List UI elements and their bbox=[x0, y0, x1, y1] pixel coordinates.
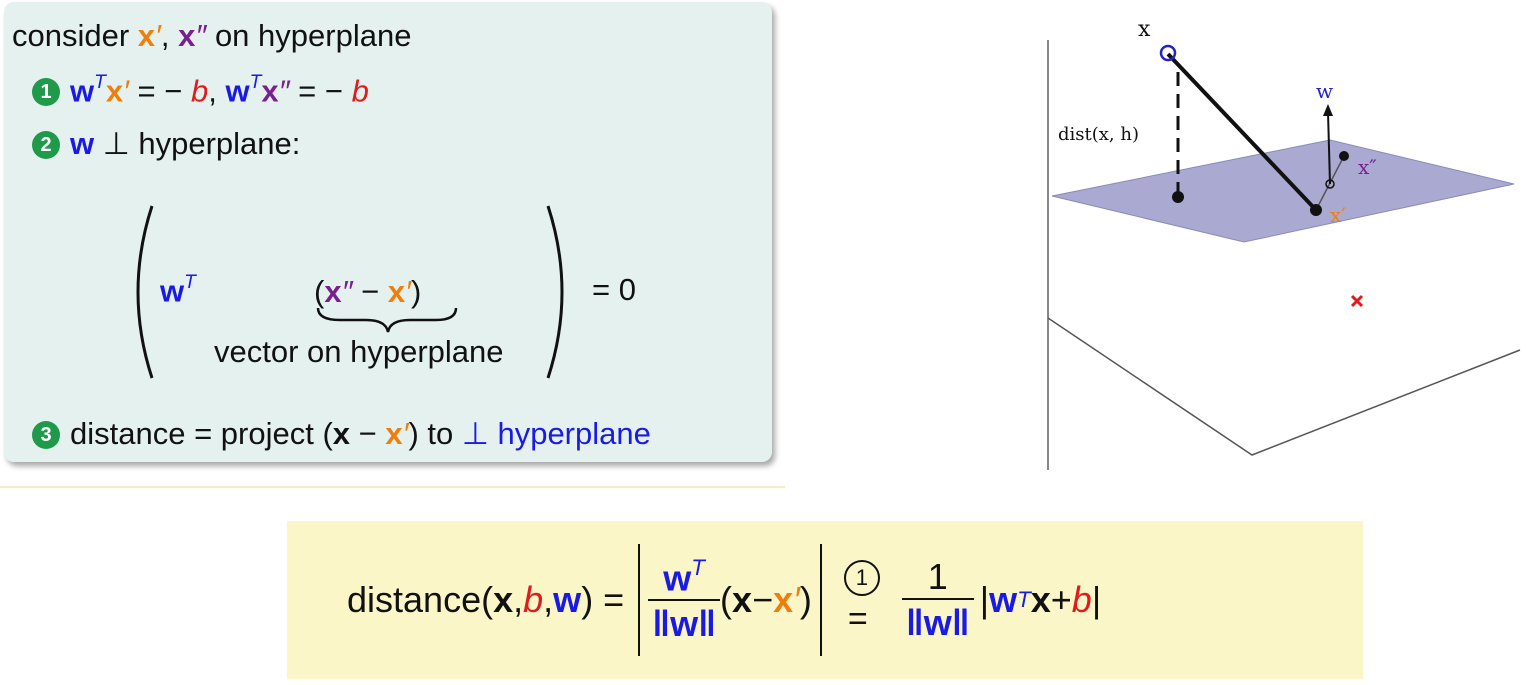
underbrace bbox=[316, 307, 458, 333]
w-symbol: w bbox=[225, 73, 250, 109]
w-symbol: w bbox=[553, 579, 582, 620]
label-xdouble: x″ bbox=[1358, 155, 1377, 179]
x-symbol: x bbox=[332, 416, 351, 451]
eq-difference: (x″ − x′) bbox=[314, 274, 422, 309]
bullet-2: 2 bbox=[32, 131, 60, 159]
w-vector-line bbox=[1327, 111, 1331, 185]
brace-label: vector on hyperplane bbox=[214, 334, 504, 369]
abs-bar-right bbox=[819, 544, 822, 656]
distance-text: distance = project ( bbox=[70, 416, 333, 451]
equals-minus: = − bbox=[128, 73, 191, 109]
distance-label: distance( bbox=[347, 579, 494, 620]
one: 1 bbox=[927, 556, 948, 597]
comma: , bbox=[513, 579, 524, 620]
xprime-symbol: x bbox=[387, 274, 406, 309]
minus: − bbox=[352, 274, 388, 309]
equals-sign: = bbox=[847, 600, 868, 638]
xdouble-symbol: x bbox=[178, 18, 196, 53]
one-over-norm-fraction: 1 ‖w‖ bbox=[901, 556, 974, 644]
label-w: w bbox=[1316, 79, 1333, 103]
ref-equals: 1 = bbox=[832, 560, 892, 640]
label-xprime: x′ bbox=[1330, 203, 1346, 227]
xdouble-symbol: x bbox=[261, 73, 279, 109]
w-base-point bbox=[1325, 179, 1335, 189]
left-big-paren bbox=[136, 205, 154, 379]
lower-box-edge bbox=[1047, 317, 1521, 456]
rparen: ) bbox=[799, 579, 812, 620]
perp-hyperplane-text: ⊥ hyperplane: bbox=[94, 126, 301, 161]
right-big-paren bbox=[546, 205, 564, 379]
b-symbol: b bbox=[1071, 579, 1092, 620]
distance-formula: distance(x, b, w) = wT ‖w‖ (x − x′) 1 = … bbox=[347, 541, 1101, 659]
lparen: ( bbox=[720, 579, 733, 620]
label-x: x bbox=[1138, 17, 1151, 42]
transpose-T: T bbox=[691, 554, 705, 580]
bullet-1: 1 bbox=[32, 78, 60, 107]
b-symbol: b bbox=[351, 73, 369, 109]
equals-minus: = − bbox=[289, 73, 352, 109]
x-symbol: x bbox=[1030, 579, 1051, 620]
consider-text: consider bbox=[12, 18, 138, 53]
perp-hyperplane-link-text: ⊥ hyperplane bbox=[461, 416, 651, 451]
comma: , bbox=[543, 579, 554, 620]
xdouble-symbol: x bbox=[324, 274, 342, 309]
plus: + bbox=[1050, 579, 1072, 620]
projection-point bbox=[1172, 191, 1184, 203]
divider bbox=[0, 486, 785, 488]
bullet-3: 3 bbox=[32, 421, 60, 449]
norm-w: ‖w‖ bbox=[901, 598, 974, 644]
xprime-symbol: x bbox=[385, 416, 403, 451]
separator: , bbox=[160, 18, 179, 53]
w-arrowhead bbox=[1323, 104, 1333, 116]
w-symbol: w bbox=[70, 126, 95, 161]
w-symbol: w bbox=[989, 579, 1018, 620]
point-xprime bbox=[1310, 204, 1322, 216]
xprime-symbol: x bbox=[773, 579, 794, 620]
consider-line: consider x′, x″ on hyperplane bbox=[12, 18, 412, 53]
hyperplane-surface bbox=[1051, 139, 1515, 243]
b-symbol: b bbox=[190, 73, 209, 109]
point-x bbox=[1159, 44, 1177, 62]
hyperplane-figure: x w dist(x, h) x′ x″ bbox=[1047, 17, 1521, 470]
w-over-norm-fraction: wT ‖w‖ bbox=[648, 554, 721, 646]
equals-zero: = 0 bbox=[592, 272, 636, 307]
w-symbol: w bbox=[70, 73, 95, 109]
minus: − bbox=[350, 416, 386, 451]
abs-bar-left bbox=[638, 544, 641, 656]
xprime-symbol: x bbox=[137, 18, 156, 53]
close-equals: ) = bbox=[581, 579, 625, 620]
consider-rest: on hyperplane bbox=[206, 18, 412, 53]
x-symbol: x bbox=[732, 579, 753, 620]
x-symbol: x bbox=[493, 579, 514, 620]
distance-formula-box: distance(x, b, w) = wT ‖w‖ (x − x′) 1 = … bbox=[287, 521, 1363, 679]
transpose-T: T bbox=[249, 72, 262, 93]
label-dist: dist(x, h) bbox=[1058, 124, 1139, 145]
b-symbol: b bbox=[523, 579, 544, 620]
lparen: ( bbox=[314, 274, 325, 309]
transpose-T: T bbox=[184, 272, 196, 293]
eq-wT: wT bbox=[160, 272, 196, 309]
x-to-xprime-line bbox=[1166, 52, 1318, 212]
comma: , bbox=[208, 73, 226, 109]
equation-parens bbox=[136, 205, 564, 379]
circled-ref-1: 1 bbox=[843, 560, 880, 596]
w-symbol: w bbox=[663, 557, 692, 599]
transpose-T: T bbox=[1017, 587, 1031, 612]
rparen: ) bbox=[410, 274, 422, 309]
minus: − bbox=[752, 579, 774, 620]
w-symbol: w bbox=[160, 273, 185, 309]
red-cross-marker bbox=[1350, 294, 1364, 308]
xprime-symbol: x bbox=[105, 73, 124, 109]
transpose-T: T bbox=[94, 72, 106, 93]
point-xdouble bbox=[1339, 151, 1349, 161]
norm-w: ‖w‖ bbox=[648, 599, 721, 645]
close-paren-to: ) to bbox=[408, 416, 462, 451]
